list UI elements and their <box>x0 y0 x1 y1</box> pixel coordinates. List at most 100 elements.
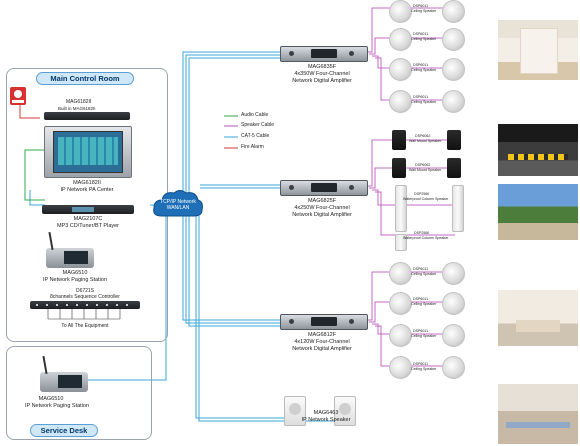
ceiling-speaker <box>442 324 465 347</box>
service-paging-desc: IP Network Paging Station <box>24 403 90 409</box>
fire-alarm-icon <box>10 87 26 105</box>
service-paging-model: MAG6510 <box>38 396 64 402</box>
amplifier-2-desc2: Network Digital Amplifier <box>292 212 352 218</box>
speaker-2-model: DSP6011 <box>413 32 429 36</box>
legend-fire-label: Fire Alarm <box>241 144 264 150</box>
ceiling-speaker <box>442 262 465 285</box>
ip-speaker-device <box>284 396 306 426</box>
speaker-5-model: DSP6062 <box>415 134 431 138</box>
column-speaker <box>452 185 464 232</box>
pa-center-desc: IP Network PA Center <box>60 187 114 193</box>
speaker-10-desc: Ceiling Speaker <box>411 302 437 306</box>
sequencer-note: To All The Equipment <box>61 323 109 329</box>
fire-alarm-cable <box>19 105 40 119</box>
speaker-8-model: DSP256II <box>414 231 430 235</box>
top-device-model: MAG6182II <box>66 99 92 105</box>
sequencer-device <box>30 301 140 309</box>
waiting-hall-photo <box>498 384 578 444</box>
speaker-4-model: DSP6011 <box>413 95 429 99</box>
speaker-12-model: DSP6011 <box>413 362 429 366</box>
ceiling-speaker <box>389 324 412 347</box>
main-control-room-title: Main Control Room <box>36 72 134 85</box>
speaker-9-desc: Ceiling Speaker <box>411 272 437 276</box>
wall-mount-speaker <box>447 130 461 150</box>
legend-audio-label: Audio Cable <box>241 112 269 118</box>
ceiling-speaker <box>442 58 465 81</box>
ceiling-speaker <box>442 28 465 51</box>
amplifier-1-desc1: 4x350W Four-Channel <box>294 71 350 77</box>
service-desk-title: Service Desk <box>30 424 98 437</box>
ceiling-speaker <box>389 90 412 113</box>
sequencer-model: D6721S <box>75 288 95 294</box>
amplifier-3-desc2: Network Digital Amplifier <box>292 346 352 352</box>
service-desk-frame <box>6 346 152 440</box>
wall-mount-speaker <box>392 158 406 178</box>
sequencer-output-arrows <box>47 309 121 320</box>
airport-hall-photo <box>498 124 578 176</box>
ip-speaker-desc: IP Network Speaker <box>301 417 351 423</box>
ceiling-speaker <box>389 292 412 315</box>
speaker-1-model: DSP6011 <box>413 4 429 8</box>
wall-mount-speaker <box>392 130 406 150</box>
speaker-4-desc: Ceiling Speaker <box>411 100 437 104</box>
speaker-6-model: DSP6062 <box>415 163 431 167</box>
ceiling-speaker <box>442 0 465 23</box>
ceiling-speaker <box>442 90 465 113</box>
service-paging-device <box>40 355 88 392</box>
ceiling-speaker <box>442 292 465 315</box>
pa-center-model: MAG6182II <box>73 180 101 186</box>
ceiling-speaker <box>389 356 412 379</box>
ceiling-speaker <box>389 262 412 285</box>
speaker-12-desc: Ceiling Speaker <box>411 367 437 371</box>
amplifier-2-model: MAG6825F <box>307 198 337 204</box>
speaker-6-desc: Wall Mount Speaker <box>409 168 442 172</box>
pa-center-device <box>44 126 132 178</box>
ceiling-speaker <box>389 58 412 81</box>
rack-unit-device <box>44 112 130 120</box>
ceiling-speaker <box>389 28 412 51</box>
speaker-cables <box>366 7 460 367</box>
cd-player-device <box>42 205 134 214</box>
amplifier-3-model: MAG6812F <box>307 332 337 338</box>
speaker-10-model: DSP6011 <box>413 297 429 301</box>
speaker-8-desc: Waterproof Column Speaker <box>403 236 449 240</box>
speaker-9-model: DSP6011 <box>413 267 429 271</box>
speaker-3-model: DSP6011 <box>413 63 429 67</box>
ip-speaker-device <box>334 396 356 426</box>
top-device-sub: Built in MAG6182II <box>58 106 96 111</box>
speaker-11-desc: Ceiling Speaker <box>411 334 437 338</box>
paging-station-device <box>46 231 94 268</box>
column-speaker <box>395 185 407 232</box>
ip-speaker-model: MAG6463 <box>313 410 339 416</box>
network-cloud-icon <box>153 190 203 217</box>
amplifier-3-desc1: 4x120W Four-Channel <box>294 339 350 345</box>
wall-mount-speaker <box>447 158 461 178</box>
amplifier-3-device <box>280 314 368 330</box>
legend-cat5-label: CAT-5 Cable <box>241 133 270 139</box>
paging-station-desc: IP Network Paging Station <box>42 277 108 283</box>
amplifier-2-desc1: 4x250W Four-Channel <box>294 205 350 211</box>
audio-cables <box>24 149 45 201</box>
speaker-7-model: DSP256II <box>414 192 430 196</box>
ceiling-speaker <box>442 356 465 379</box>
speaker-2-desc: Ceiling Speaker <box>411 37 437 41</box>
speaker-7-desc: Waterproof Column Speaker <box>403 197 449 201</box>
amplifier-1-device <box>280 46 368 62</box>
network-line2: WAN/LAN <box>166 205 190 211</box>
sequencer-desc: 8channels Sequence Controller <box>50 294 120 300</box>
speaker-1-desc: Ceiling Speaker <box>411 9 437 13</box>
amplifier-2-device <box>280 180 368 196</box>
paging-station-model: MAG6510 <box>62 270 88 276</box>
speaker-5-desc: Wall Mount Speaker <box>409 139 442 143</box>
speaker-3-desc: Ceiling Speaker <box>411 68 437 72</box>
amplifier-1-desc2: Network Digital Amplifier <box>292 78 352 84</box>
amplifier-1-model: MAG6835F <box>307 64 337 70</box>
network-line1: TCP/IP Network <box>160 199 196 205</box>
column-speaker <box>395 234 407 251</box>
cd-player-model: MAG2107C <box>73 216 103 222</box>
hospital-corridor-photo <box>498 20 578 80</box>
outdoor-park-photo <box>498 184 578 240</box>
ward-room-photo <box>498 290 578 346</box>
legend-speaker-label: Speaker Cable <box>241 122 275 128</box>
